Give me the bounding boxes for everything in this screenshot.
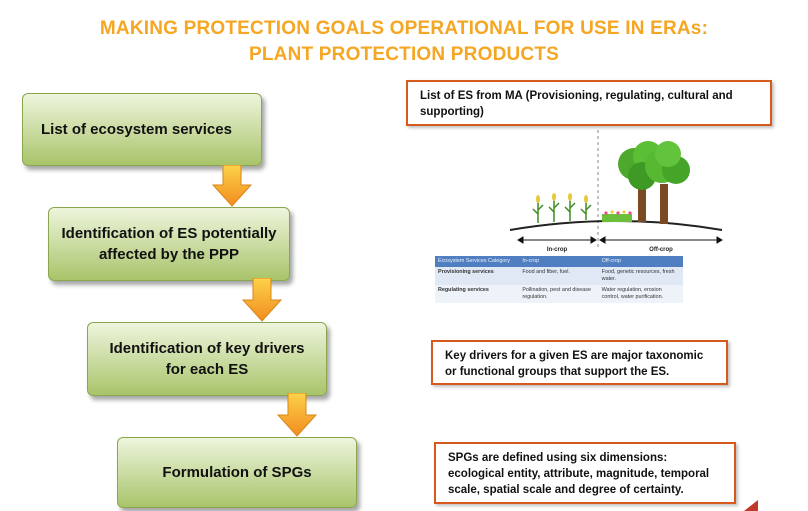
- step-list-ecosystem-services: List of ecosystem services: [22, 93, 262, 166]
- table-header-cell: Ecosystem Services Category: [435, 256, 520, 267]
- table-cell: Regulating services: [435, 285, 520, 303]
- es-category-table: Ecosystem Services Category In-crop Off-…: [435, 256, 683, 303]
- step-formulate-spgs: Formulation of SPGs: [117, 437, 357, 508]
- table-cell: Food and fiber, fuel.: [519, 267, 599, 285]
- off-crop-label: Off-crop: [649, 247, 673, 253]
- crop-plant-icon: [532, 200, 592, 223]
- note-key-drivers: Key drivers for a given ES are major tax…: [431, 340, 728, 385]
- table-cell: Food, genetic resources, fresh water.: [598, 267, 683, 285]
- field-margin-flowers-icon: [602, 210, 632, 222]
- ground-line: [509, 220, 723, 231]
- table-row: Regulating services Pollination, pest an…: [435, 285, 683, 303]
- down-arrow-icon: [242, 278, 282, 322]
- table-cell: Pollination, pest and disease regulation…: [519, 285, 599, 303]
- diagram-title-line-2: PLANT PROTECTION PRODUCTS: [248, 44, 560, 65]
- note-spgs-dimensions: SPGs are defined using six dimensions: e…: [434, 442, 736, 504]
- step-identify-key-drivers: Identification of key drivers for each E…: [87, 322, 327, 396]
- table-row: Provisioning services Food and fiber, fu…: [435, 267, 683, 285]
- in-crop-extent-arrow: [517, 236, 597, 244]
- tree-icon: [645, 141, 690, 224]
- down-arrow-icon: [277, 393, 317, 437]
- in-crop-label: In-crop: [547, 247, 568, 253]
- corner-triangle-icon: [744, 500, 758, 511]
- note-ma-es-list: List of ES from MA (Provisioning, regula…: [406, 80, 772, 126]
- crop-scene-illustration: In-crop Off-crop: [509, 130, 723, 253]
- diagram-title-line-1: MAKING PROTECTION GOALS OPERATIONAL FOR …: [99, 18, 709, 39]
- table-header-cell: Off-crop: [598, 256, 683, 267]
- table-header-cell: In-crop: [519, 256, 599, 267]
- table-cell: Water regulation, erosion control, water…: [598, 285, 683, 303]
- off-crop-extent-arrow: [599, 236, 723, 244]
- down-arrow-icon: [212, 165, 252, 207]
- step-identify-affected-es: Identification of ES potentially affecte…: [48, 207, 290, 281]
- table-cell: Provisioning services: [435, 267, 520, 285]
- grain-head-icon: [536, 193, 588, 203]
- table-header-row: Ecosystem Services Category In-crop Off-…: [435, 256, 683, 267]
